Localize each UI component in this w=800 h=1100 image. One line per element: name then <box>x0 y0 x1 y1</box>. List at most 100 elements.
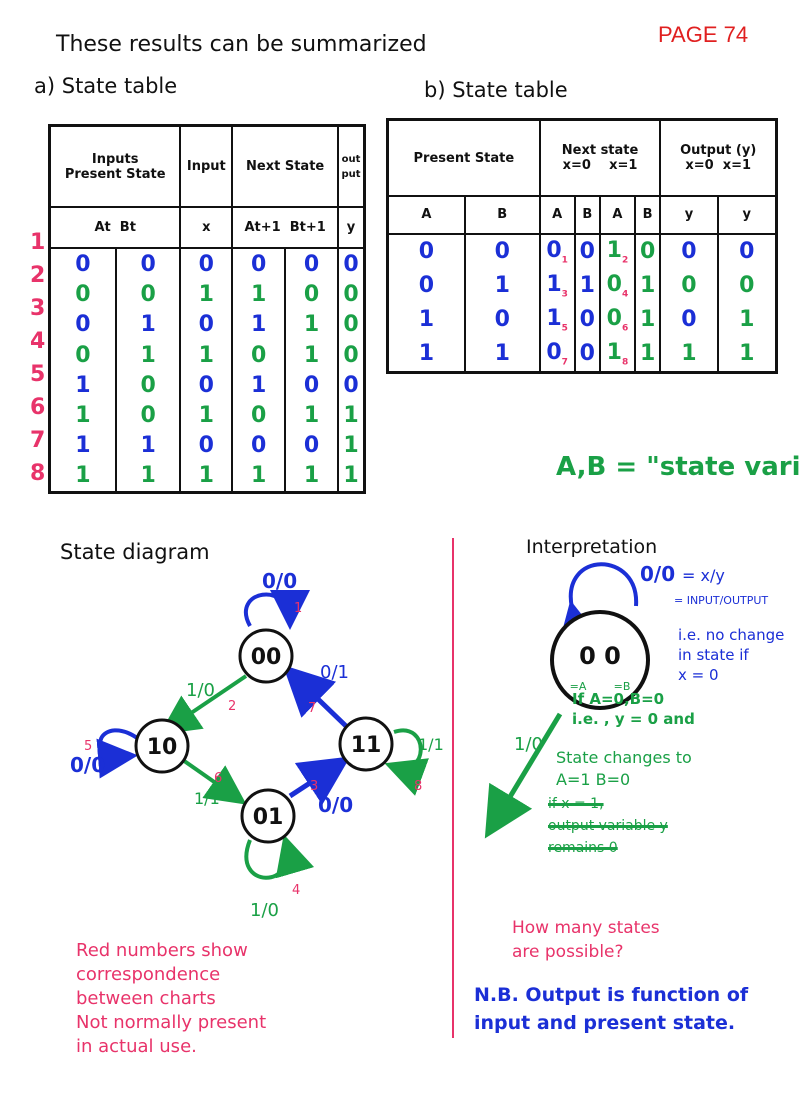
state-diagram: 00 10 01 11 0/0 1 1/0 2 0/0 5 1/1 6 0/0 … <box>70 569 444 921</box>
num-10-01: 6 <box>214 771 222 786</box>
table-cell: 1 <box>284 400 339 431</box>
table-cell: 0 <box>114 400 182 431</box>
note-line: A=1 B=0 <box>556 770 631 789</box>
state-node-11: 11 <box>338 716 394 772</box>
table-cell: 0 <box>463 233 541 269</box>
interp-self-loop <box>558 562 639 644</box>
cell-value: 1 <box>546 305 562 331</box>
note-line: i.e. , y = 0 and <box>572 710 695 728</box>
note-line: If A=0,B=0 <box>572 690 665 708</box>
table-cell: 0 <box>284 279 339 310</box>
note-line: are possible? <box>512 942 624 962</box>
table-cell: 06 <box>599 302 636 337</box>
state-node-01: 01 <box>240 788 296 844</box>
table-cell: 1 <box>48 460 117 493</box>
cell-value: 0 <box>546 340 562 366</box>
table-cell: 1 <box>114 430 182 461</box>
label-01-loop: 1/0 <box>250 900 279 921</box>
correspondence-number: 1 <box>561 255 568 266</box>
cell-value: 1 <box>639 273 656 299</box>
tb-header-output: Output (y) x=0 x=1 <box>659 118 778 198</box>
state-variables-note: A,B = "state variables" <box>556 452 800 482</box>
table-cell: 0 <box>48 279 117 310</box>
table-cell: 1 <box>386 336 466 373</box>
label-10-01: 1/1 <box>194 789 220 808</box>
loop-01 <box>244 834 315 880</box>
table-cell: 1 <box>231 279 287 310</box>
interpretation-diagram: 0 0 =A =B 1/0 <box>484 562 650 839</box>
edge-11-to-00 <box>282 665 350 730</box>
table-cell: 0 <box>386 233 466 269</box>
note-line: How many states <box>512 918 660 938</box>
interp-loop-label: 0/0 <box>640 562 676 586</box>
num-00-loop: 1 <box>294 601 302 616</box>
label-11-00: 0/1 <box>320 662 349 683</box>
cell-value: 0 <box>606 305 622 331</box>
state-table-a: Inputs Present State Input Next State ou… <box>48 124 366 494</box>
row-number: 3 <box>30 296 46 321</box>
table-cell: 0 <box>284 370 339 401</box>
row-number: 1 <box>30 230 46 255</box>
table-b-caption: b) State table <box>424 78 568 102</box>
interp-eq-io: = INPUT/OUTPUT <box>674 594 769 607</box>
col-next: At+1 Bt+1 <box>231 206 339 250</box>
cell-value: 0 <box>579 239 595 265</box>
table-cell: 0 <box>48 340 117 371</box>
tb-col-n1a: A <box>599 195 636 235</box>
header-present-state: Inputs Present State <box>48 124 182 209</box>
table-cell: 1 <box>386 302 466 337</box>
table-cell: 1 <box>114 460 182 493</box>
col-y: y <box>337 206 366 250</box>
cell-value: 0 <box>494 307 510 333</box>
cell-value: 1 <box>639 307 656 333</box>
state-node-10: 10 <box>134 718 190 774</box>
table-cell: 13 <box>538 268 576 303</box>
edge-10-to-01 <box>178 756 247 805</box>
note-line: correspondence <box>76 964 221 985</box>
table-cell: 1 <box>633 336 662 373</box>
cell-value: 1 <box>739 307 755 333</box>
interp-node-state: 0 0 <box>579 642 621 670</box>
table-cell: 0 <box>179 370 234 401</box>
table-cell: 0 <box>337 309 366 340</box>
cell-value: 1 <box>681 341 697 367</box>
tb-col-y1: y <box>716 195 778 235</box>
table-cell: 1 <box>284 309 339 340</box>
cell-value: 0 <box>739 273 755 299</box>
tb-header-present-state: Present State <box>386 118 541 198</box>
loop-10 <box>96 728 142 779</box>
table-cell: 1 <box>573 268 602 303</box>
note-line: remains 0 <box>548 840 618 856</box>
table-cell: 15 <box>538 302 576 337</box>
table-cell: 0 <box>716 233 778 269</box>
cell-value: 0 <box>494 239 510 265</box>
table-cell: 0 <box>386 268 466 303</box>
table-cell: 1 <box>463 268 541 303</box>
correspondence-number: 8 <box>621 357 629 368</box>
state-table-b: Present State Next state x=0 x=1 Output … <box>386 118 778 374</box>
edge-01-to-11 <box>288 756 351 805</box>
table-cell: 0 <box>659 233 719 269</box>
cell-value: 1 <box>739 341 755 367</box>
table-cell: 0 <box>716 268 778 303</box>
num-00-10: 2 <box>228 699 236 714</box>
table-cell: 1 <box>284 340 339 371</box>
num-11-loop: 8 <box>414 779 422 794</box>
cell-value: 0 <box>579 341 595 367</box>
table-cell: 1 <box>114 340 182 371</box>
label-00-loop: 0/0 <box>262 569 297 593</box>
table-cell: 0 <box>573 336 602 373</box>
header-input: Input <box>179 124 234 209</box>
table-cell: 1 <box>179 340 234 371</box>
cell-value: 1 <box>579 273 595 299</box>
cell-value: 1 <box>546 272 562 298</box>
page-label: PAGE 74 <box>658 22 749 47</box>
state-11-label: 11 <box>351 733 382 758</box>
cell-value: 0 <box>418 239 434 265</box>
table-cell: 0 <box>633 233 662 269</box>
table-cell: 1 <box>231 309 287 340</box>
table-cell: 0 <box>659 268 719 303</box>
